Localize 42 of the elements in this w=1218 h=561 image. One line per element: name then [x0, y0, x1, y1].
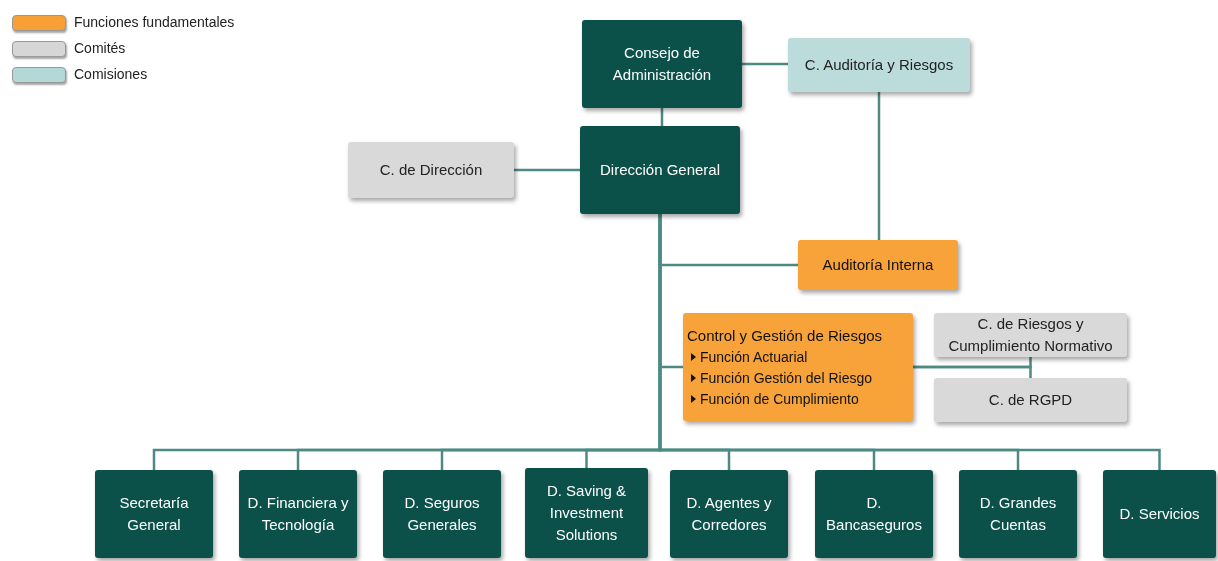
org-unit-box: [239, 470, 357, 558]
legend-label: Comisiones: [74, 65, 148, 84]
box-label: D. Financiera y Tecnología: [247, 493, 349, 535]
org-unit-box: [670, 470, 788, 558]
box-label: D. Seguros Generales: [403, 493, 481, 535]
box-label: D. Bancaseguros: [825, 493, 923, 535]
function-item: Función de Cumplimiento: [700, 389, 859, 409]
org-unit-box: [383, 470, 501, 558]
org-unit-box: [815, 470, 933, 558]
box-label: D. Servicios: [1119, 504, 1200, 524]
org-unit-box: [582, 20, 742, 108]
committee-box: [348, 142, 514, 198]
box-label: Auditoría Interna: [822, 255, 934, 275]
connector-line: [913, 365, 1032, 378]
legend-label: Comités: [74, 39, 126, 58]
org-unit-box: [95, 470, 213, 558]
box-heading: Control y Gestión de Riesgos: [687, 325, 883, 346]
connector-line: [877, 92, 881, 240]
connector-line: [742, 62, 788, 66]
connector-line: [514, 168, 580, 172]
org-unit-box: [1103, 470, 1216, 558]
org-unit-box: [525, 468, 648, 558]
box-label: D. Agentes y Corredores: [685, 493, 773, 535]
box-label: C. de Riesgos y Cumplimiento Normativo: [947, 314, 1114, 356]
function-item: Función Actuarial: [700, 347, 808, 367]
box-label: C. de Dirección: [379, 160, 483, 180]
box-label: C. Auditoría y Riesgos: [804, 55, 954, 75]
org-unit-box: [959, 470, 1077, 558]
box-label: Consejo de Administración: [611, 43, 713, 85]
box-label: D. Saving & Investment Solutions: [545, 481, 628, 545]
box-label: Dirección General: [599, 160, 721, 180]
commission-box: [788, 38, 970, 92]
org-unit-box: [580, 126, 740, 214]
committee-box: [934, 313, 1127, 357]
legend-label: Funciones fundamentales: [74, 13, 235, 32]
function-item: Función Gestión del Riesgo: [700, 368, 872, 388]
function-box: [798, 240, 958, 290]
box-label: D. Grandes Cuentas: [978, 493, 1058, 535]
box-label: Secretaría General: [118, 493, 190, 535]
box-label: C. de RGPD: [988, 390, 1073, 410]
committee-box: [934, 378, 1127, 422]
function-box: [683, 313, 913, 421]
